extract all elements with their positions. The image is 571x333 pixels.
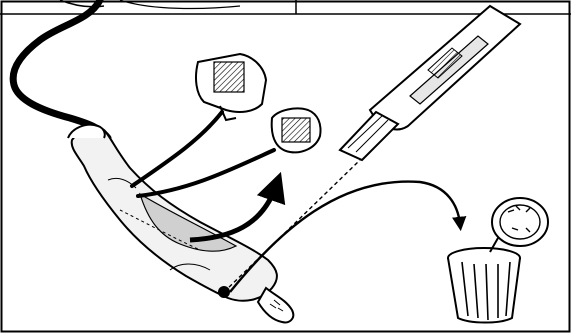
- knife-blade: [340, 112, 398, 160]
- connector-b: [272, 108, 321, 152]
- wires: [132, 112, 274, 196]
- connector-a: [196, 54, 266, 120]
- plastic-bag: [68, 125, 293, 323]
- trash-can-lid: [490, 198, 548, 252]
- trash-can: [448, 198, 548, 323]
- cable: [13, 0, 108, 138]
- utility-knife: [340, 6, 520, 160]
